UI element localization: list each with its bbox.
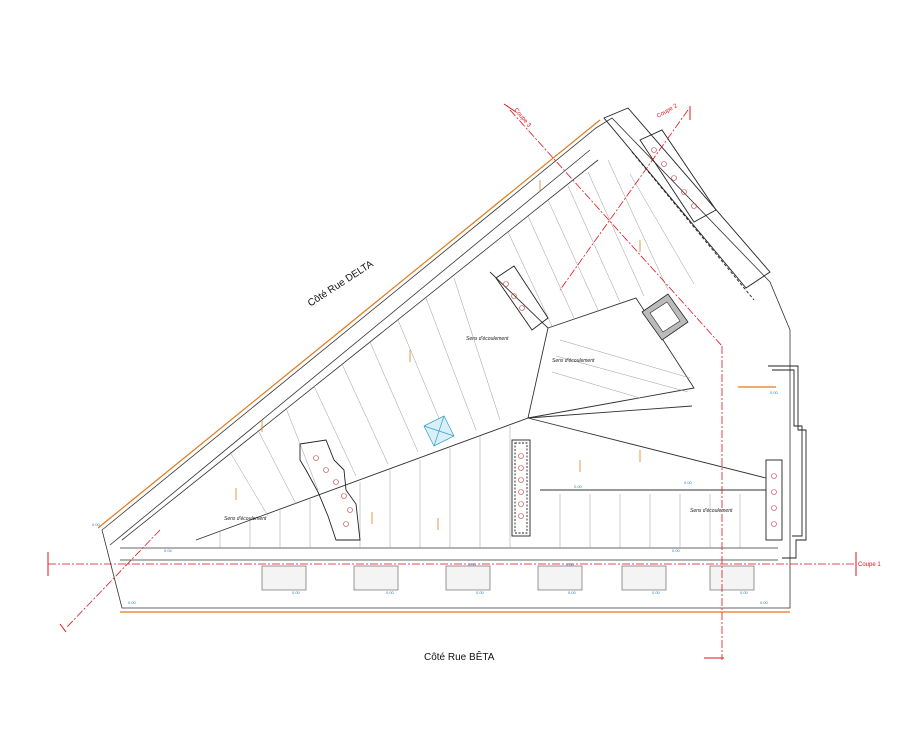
level-marker: 0.00 — [574, 484, 583, 489]
parapet-outline — [97, 119, 790, 613]
level-marker: 0.00 — [566, 562, 575, 567]
ridge-lines — [195, 271, 767, 541]
section-cut-lines — [48, 109, 856, 660]
drain-circles — [313, 147, 777, 527]
street-label-beta: Côté Rue BÊTA — [424, 652, 495, 663]
level-marker: 0.00 — [760, 600, 769, 605]
north-east-strip — [603, 107, 771, 301]
slope-hatching-south — [219, 426, 741, 548]
duct-block-west — [299, 439, 361, 541]
level-marker: 0.00 — [476, 590, 485, 595]
flow-arrows — [235, 180, 641, 530]
duct-block-east — [765, 459, 783, 541]
level-marker: 0.04 — [164, 548, 173, 553]
section-label-coupe-2: Coupe 2 — [656, 103, 679, 120]
section-label-coupe-1: Coupe 1 — [858, 562, 881, 568]
level-marker: 0.00 — [386, 590, 395, 595]
level-markers: 0.00 0.00 0.00 0.00 0.00 0.00 0.00 0.00 … — [92, 390, 779, 605]
flow-label-center: Sens d'écoulement — [552, 358, 595, 364]
slope-hatching-north — [507, 159, 695, 399]
flow-label-west: Sens d'écoulement — [224, 516, 267, 522]
level-marker: 0.00 — [652, 590, 661, 595]
section-label-coupe-3: Coupe 3 — [512, 107, 532, 129]
skylight — [423, 415, 455, 447]
flow-label-north: Sens d'écoulement — [466, 336, 509, 342]
level-marker: 0.00 — [672, 548, 681, 553]
east-wall — [768, 365, 807, 559]
equipment-blocks — [261, 565, 755, 591]
section-arrows — [47, 103, 857, 659]
level-marker: 0.00 — [468, 562, 477, 567]
level-marker: 0.00 — [292, 590, 301, 595]
duct-block-north — [495, 265, 549, 331]
level-marker: 0.00 — [740, 590, 749, 595]
slope-hatching-west — [229, 277, 501, 517]
duct-block-center — [511, 439, 531, 537]
level-marker: 0.00 — [128, 600, 137, 605]
level-marker: 0.00 — [684, 480, 693, 485]
roof-hatch — [641, 293, 689, 341]
roof-outline — [101, 117, 791, 609]
level-marker: 0.00 — [770, 390, 779, 395]
level-marker: 0.00 — [92, 522, 101, 527]
flow-label-east: Sens d'écoulement — [690, 508, 733, 514]
level-marker: 0.00 — [568, 590, 577, 595]
